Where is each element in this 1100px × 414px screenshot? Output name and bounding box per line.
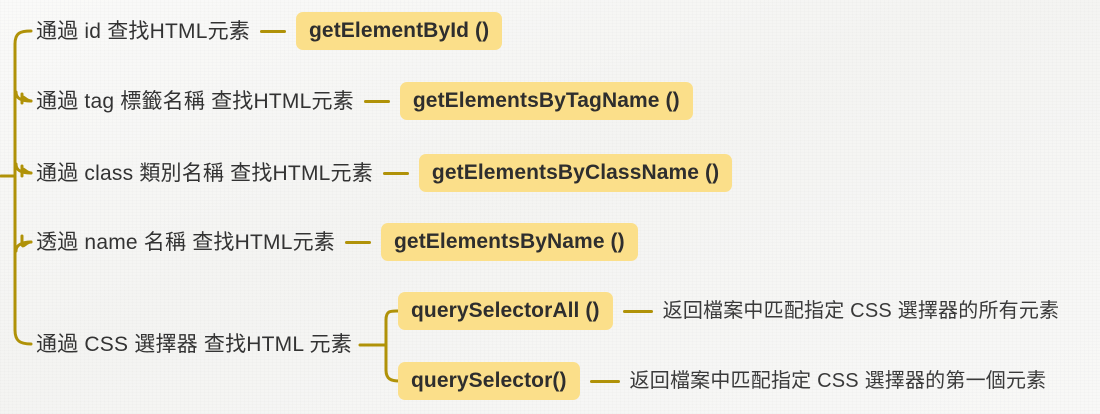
branch-label-by-class: 通過 class 類別名稱 查找HTML元素 (36, 161, 373, 185)
branch-label-by-id: 通過 id 查找HTML元素 (36, 19, 250, 43)
branch-row-by-css: 通過 CSS 選擇器 查找HTML 元素 (36, 322, 352, 366)
branch-label-by-css: 通過 CSS 選擇器 查找HTML 元素 (36, 332, 352, 356)
method-badge-by-id[interactable]: getElementById () (295, 12, 503, 50)
description-query-selector-all: 返回檔案中匹配指定 CSS 選擇器的所有元素 (662, 300, 1060, 322)
connector-line-by-id (259, 29, 286, 33)
sub-branch-row-query-selector-all: querySelectorAll () 返回檔案中匹配指定 CSS 選擇器的所有… (398, 289, 1059, 333)
description-query-selector: 返回檔案中匹配指定 CSS 選擇器的第一個元素 (629, 370, 1047, 392)
connector-line-by-name (345, 240, 371, 244)
branch-row-by-name: 透過 name 名稱 查找HTML元素 getElementsByName () (36, 220, 638, 264)
branch-row-by-class: 通過 class 類別名稱 查找HTML元素 getElementsByClas… (36, 151, 733, 195)
method-badge-query-selector[interactable]: querySelector() (398, 362, 580, 400)
method-badge-by-class[interactable]: getElementsByClassName () (418, 154, 733, 192)
branch-row-by-tag: 通過 tag 標籤名稱 查找HTML元素 getElementsByTagNam… (36, 79, 693, 123)
branch-label-by-tag: 通過 tag 標籤名稱 查找HTML元素 (36, 89, 354, 113)
connector-line-query-selector (589, 379, 620, 383)
connector-line-query-selector-all (622, 309, 653, 313)
connector-line-by-class (382, 171, 409, 175)
connector-line-by-tag (363, 99, 390, 103)
branch-label-by-name: 透過 name 名稱 查找HTML元素 (36, 230, 335, 254)
method-badge-by-name[interactable]: getElementsByName () (381, 223, 638, 261)
method-badge-query-selector-all[interactable]: querySelectorAll () (398, 292, 613, 330)
sub-branch-row-query-selector: querySelector() 返回檔案中匹配指定 CSS 選擇器的第一個元素 (398, 359, 1046, 403)
method-badge-by-tag[interactable]: getElementsByTagName () (399, 82, 693, 120)
branch-row-by-id: 通過 id 查找HTML元素 getElementById () (36, 9, 503, 53)
